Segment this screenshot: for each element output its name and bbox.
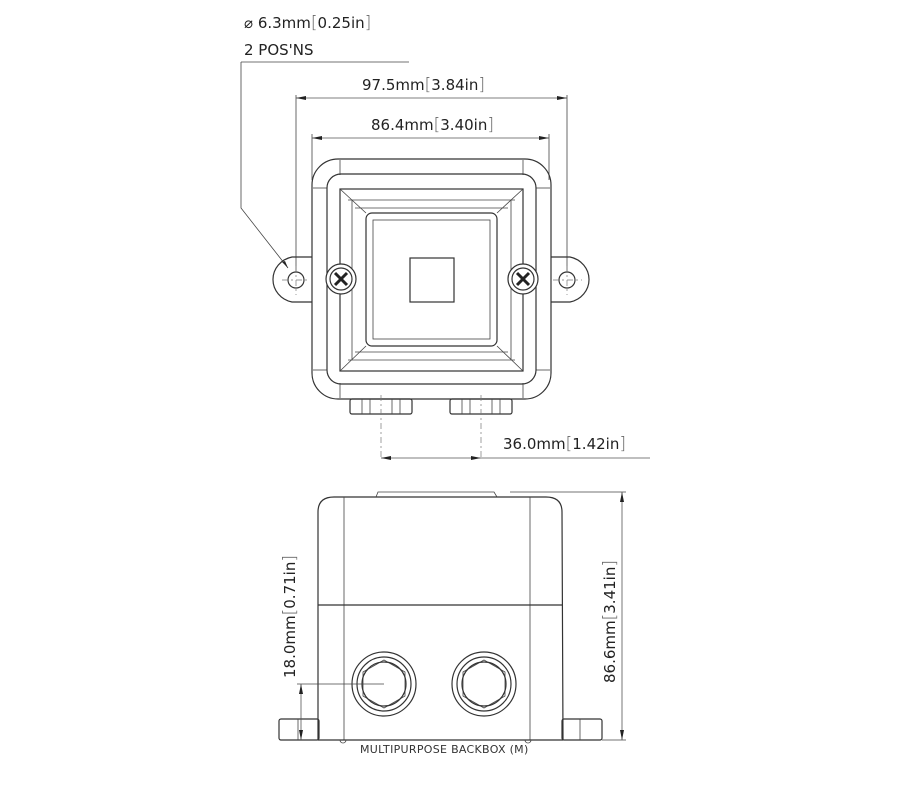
right-foot — [561, 718, 603, 741]
lid-frame-inner — [365, 212, 498, 347]
left-foot — [278, 718, 320, 741]
hole-leader-line — [240, 62, 289, 269]
gland-spacing-label: 36.0mm[1.42in] — [503, 434, 626, 454]
box-side-body — [317, 496, 564, 741]
overall-width-label: 97.5mm[3.84in] — [362, 75, 485, 95]
hole-diameter-label: ⌀ 6.3mm[0.25in] — [244, 13, 372, 33]
box-outer-body — [311, 158, 552, 400]
left-mounting-ear — [272, 256, 312, 303]
drawing-caption: MULTIPURPOSE BACKBOX (M) — [360, 743, 529, 756]
right-mounting-ear — [551, 256, 590, 303]
left-screw-icon — [325, 263, 357, 295]
body-width-label: 86.4mm[3.40in] — [371, 115, 494, 135]
hole-count-note: 2 POS'NS — [244, 41, 314, 59]
right-side-gland — [451, 651, 517, 717]
right-screw-icon — [507, 263, 539, 295]
center-square — [409, 257, 455, 303]
gland-height-label: 18.0mm[0.71in] — [280, 555, 300, 678]
overall-height-label: 86.6mm[3.41in] — [600, 560, 620, 683]
